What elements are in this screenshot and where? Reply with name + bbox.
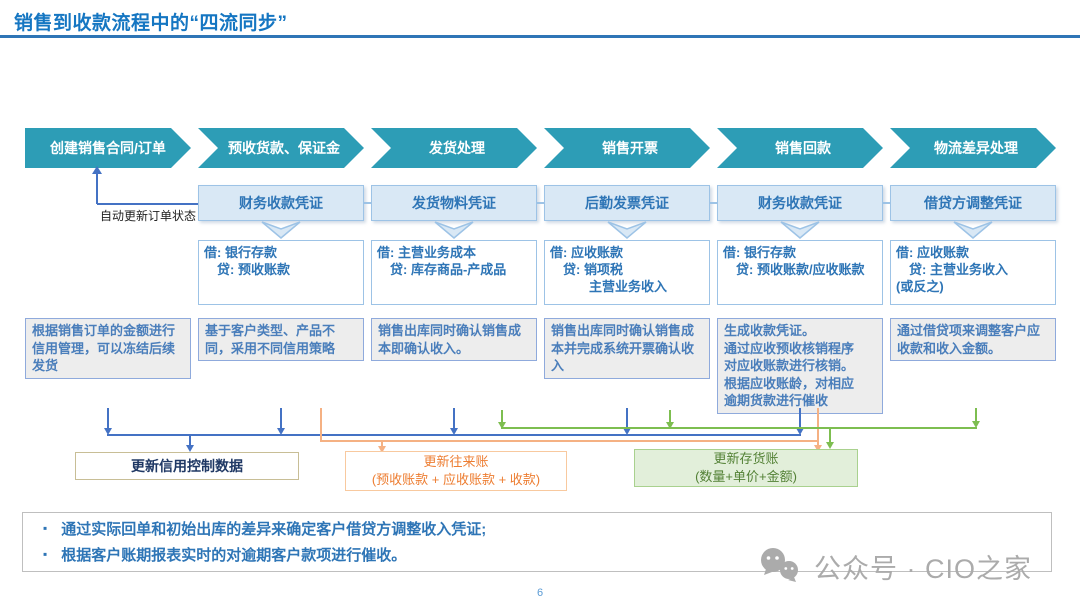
voucher-connector: [709, 202, 718, 204]
green-arrowhead-icon: [498, 422, 506, 429]
blue-connector: [799, 408, 801, 429]
stage-arrow-invoicing: 销售开票: [544, 128, 710, 168]
down-chevron-icon: [434, 221, 474, 239]
blue-arrowhead-icon: [277, 428, 285, 435]
down-chevron-icon: [261, 221, 301, 239]
inventory-account-subtitle: (数量+单价+金额): [695, 469, 797, 484]
stage-arrow-logistics-diff: 物流差异处理: [890, 128, 1056, 168]
blue-arrowhead-icon: [450, 428, 458, 435]
orange-connector: [320, 408, 322, 441]
journal-entry-box: 借: 银行存款 贷: 预收账款/应收账款: [717, 240, 883, 305]
blue-connector: [626, 408, 628, 429]
title-underline: [0, 35, 1080, 38]
orange-connector: [320, 440, 819, 442]
bullet-icon: ▪: [43, 547, 48, 561]
blue-arrowhead-icon: [623, 428, 631, 435]
credit-control-title: 更新信用控制数据: [131, 458, 243, 474]
journal-entry-box: 借: 银行存款 贷: 预收账款: [198, 240, 364, 305]
green-arrowhead-icon: [666, 422, 674, 429]
wechat-icon: [761, 548, 798, 582]
voucher-box: 借贷方调整凭证: [890, 185, 1056, 221]
green-connector: [501, 410, 503, 423]
page-number: 6: [536, 587, 544, 599]
orange-connector: [381, 440, 383, 446]
watermark-text: 公众号 · CIO之家: [814, 553, 1032, 584]
green-connector: [975, 408, 977, 422]
green-arrowhead-icon: [972, 421, 980, 428]
stage-desc: 生成收款凭证。 通过应收预收核销程序 对应收账款进行核销。 根据应收账龄，对相应…: [717, 318, 883, 414]
orange-connector: [817, 408, 819, 445]
blue-connector: [107, 434, 801, 436]
blue-arrowhead-icon: [104, 428, 112, 435]
green-arrowhead-icon: [826, 442, 834, 449]
stage-label: 销售开票: [602, 140, 658, 156]
stage-label: 物流差异处理: [934, 140, 1018, 156]
flow-column-3: 发货处理 发货物料凭证 借: 主营业务成本 贷: 库存商品-产成品 销售出库同时…: [371, 0, 537, 608]
inventory-account-title: 更新存货账: [713, 451, 779, 466]
inventory-account-box: 更新存货账 (数量+单价+金额): [634, 449, 858, 487]
feedback-label: 自动更新订单状态: [100, 209, 197, 223]
blue-arrowhead-icon: [186, 445, 194, 452]
stage-label: 创建销售合同/订单: [50, 140, 166, 156]
blue-connector: [453, 408, 455, 429]
orange-arrowhead-icon: [814, 445, 822, 452]
blue-connector: [280, 408, 282, 429]
flow-column-1: 创建销售合同/订单 根据销售订单的金额进行信用管理，可以冻结后续发货: [25, 0, 191, 608]
journal-entry-box: 借: 主营业务成本 贷: 库存商品-产成品: [371, 240, 537, 305]
current-account-box: 更新往来账 (预收账款 + 应收账款 + 收款): [345, 451, 567, 491]
blue-arrowhead-icon: [796, 428, 804, 435]
journal-entry-box: 借: 应收账款 贷: 主营业务收入 (或反之): [890, 240, 1056, 305]
feedback-arrow: [96, 172, 98, 204]
note-item: ▪ 通过实际回单和初始出库的差异来确定客户借贷方调整收入凭证;: [35, 520, 1051, 540]
voucher-connector: [536, 202, 545, 204]
voucher-box: 财务收款凭证: [198, 185, 364, 221]
voucher-connector: [363, 202, 372, 204]
bullet-icon: ▪: [43, 521, 48, 535]
feedback-arrow: [97, 203, 198, 205]
watermark: 公众号 · CIO之家: [758, 546, 1032, 586]
stage-arrow-create-order: 创建销售合同/订单: [25, 128, 191, 168]
stage-desc: 通过借贷项来调整客户应收款和收入金额。: [890, 318, 1056, 361]
stage-desc: 基于客户类型、产品不同，采用不同信用策略: [198, 318, 364, 361]
note-text: 根据客户账期报表实时的对逾期客户款项进行催收。: [61, 547, 407, 564]
stage-arrow-collection: 销售回款: [717, 128, 883, 168]
notes-box: ▪ 通过实际回单和初始出库的差异来确定客户借贷方调整收入凭证; ▪ 根据客户账期…: [22, 512, 1052, 572]
stage-desc: 根据销售订单的金额进行信用管理，可以冻结后续发货: [25, 318, 191, 379]
stage-label: 预收货款、保证金: [228, 140, 340, 156]
current-account-title: 更新往来账: [423, 454, 489, 469]
flow-column-4: 销售开票 后勤发票凭证 借: 应收账款 贷: 销项税 主营业务收入 销售出库同时…: [544, 0, 710, 608]
page-title: 销售到收款流程中的“四流同步”: [14, 13, 288, 34]
voucher-box: 财务收款凭证: [717, 185, 883, 221]
flow-column-2: 预收货款、保证金 财务收款凭证 借: 银行存款 贷: 预收账款 基于客户类型、产…: [198, 0, 364, 608]
green-connector: [669, 410, 671, 423]
blue-connector: [107, 408, 109, 429]
feedback-arrowhead-icon: [92, 166, 102, 174]
stage-label: 销售回款: [775, 140, 831, 156]
stage-desc: 销售出库同时确认销售成本并完成系统开票确认收入: [544, 318, 710, 379]
credit-control-box: 更新信用控制数据: [75, 452, 299, 480]
voucher-connector: [882, 202, 891, 204]
green-connector: [829, 427, 831, 442]
voucher-box: 后勤发票凭证: [544, 185, 710, 221]
voucher-box: 发货物料凭证: [371, 185, 537, 221]
note-item: ▪ 根据客户账期报表实时的对逾期客户款项进行催收。: [35, 546, 1051, 566]
flow-column-6: 物流差异处理 借贷方调整凭证 借: 应收账款 贷: 主营业务收入 (或反之) 通…: [890, 0, 1056, 608]
stage-arrow-shipping: 发货处理: [371, 128, 537, 168]
green-connector: [501, 427, 977, 429]
down-chevron-icon: [607, 221, 647, 239]
orange-arrowhead-icon: [378, 446, 386, 453]
stage-arrow-advance-payment: 预收货款、保证金: [198, 128, 364, 168]
current-account-subtitle: (预收账款 + 应收账款 + 收款): [371, 472, 541, 487]
stage-label: 发货处理: [429, 140, 485, 156]
down-chevron-icon: [953, 221, 993, 239]
journal-entry-box: 借: 应收账款 贷: 销项税 主营业务收入: [544, 240, 710, 305]
stage-desc: 销售出库同时确认销售成本即确认收入。: [371, 318, 537, 361]
note-text: 通过实际回单和初始出库的差异来确定客户借贷方调整收入凭证;: [61, 521, 487, 538]
down-chevron-icon: [780, 221, 820, 239]
blue-connector: [189, 434, 191, 445]
